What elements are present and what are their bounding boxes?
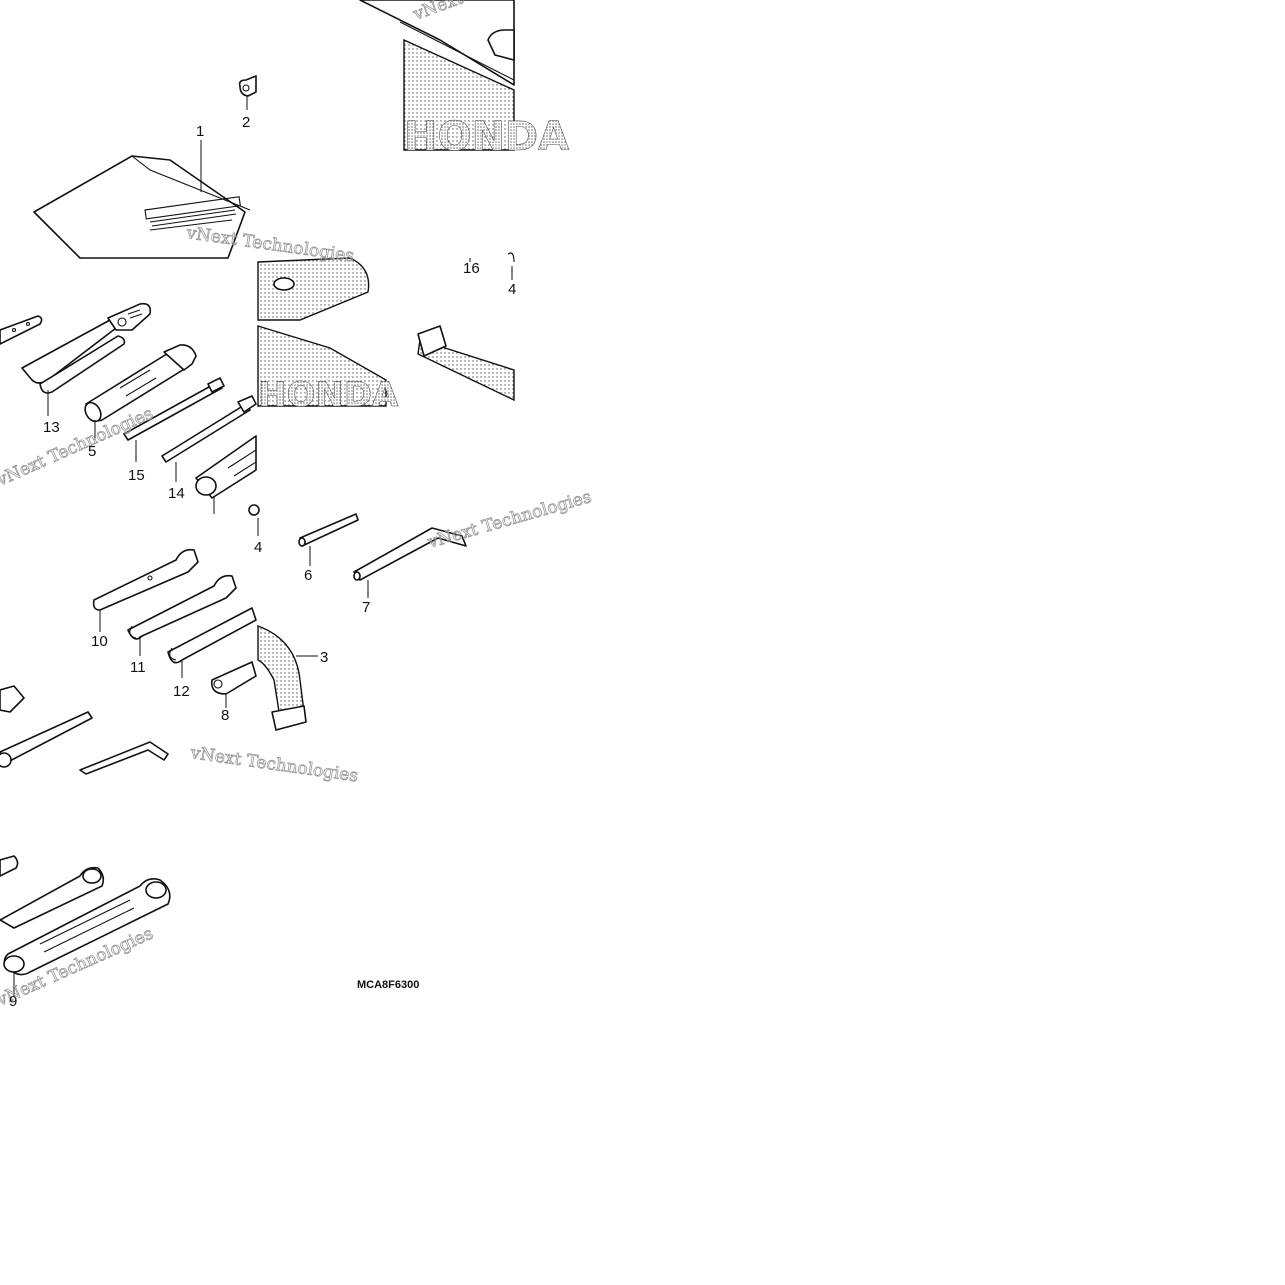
callout-12: 12 [173,683,190,700]
callout-7: 7 [362,599,370,616]
callout-4: 4 [254,539,262,556]
callout-13: 13 [43,419,60,436]
screwdriver-bit-part-15 [123,377,225,462]
callout-15: 15 [128,467,145,484]
pliers-part-13 [21,302,152,416]
screwdriver-bit-part-14 [161,395,257,482]
callout-5: 5 [88,443,96,460]
tool-bag-part-1 [33,140,251,259]
hex-key-part-6 [298,513,359,566]
callout-6: 6 [304,567,312,584]
nut-part-4 [248,504,260,536]
watermark: vNext Technologies [425,487,594,553]
callout-8: 8 [221,707,229,724]
diagram-code: MCA8F6300 [357,979,419,991]
watermark: vNext Technologies [188,743,359,786]
callout-11: 11 [130,659,146,676]
callout-14: 14 [168,485,185,502]
strap-part-16 [417,252,515,402]
callout-10: 10 [91,633,108,650]
hex-key-partial [79,741,169,775]
screwdriver-handle [195,435,257,514]
extension-bar [0,685,93,768]
honda-logo-text-mid: HONDA [258,375,399,415]
honda-bag-middle: HONDA [257,257,399,415]
socket-wrench-part-5 [84,344,197,440]
callout-2: 2 [242,114,250,131]
watermark: vNext Technologies [184,223,355,266]
spanner-part-8 [210,661,257,708]
grommet-part-2 [238,75,257,110]
hex-key-part-7 [353,527,467,598]
flat-wrench-partial [0,315,43,345]
wrench-part-11 [127,574,237,656]
callout-9: 9 [9,993,17,1010]
callout-3: 3 [320,649,328,666]
wrench-part-12 [167,607,257,678]
callout-1: 1 [196,123,204,140]
honda-logo-text: HONDA [404,114,569,160]
honda-bag-top: HONDA [359,0,569,160]
strap-part-3 [257,624,318,731]
wrench-part-10 [92,548,199,632]
ring-wrench-partial [0,855,105,929]
callout-16: 16 [463,260,480,277]
ring-wrench-part-9 [3,878,171,996]
callout-4-b: 4 [508,281,516,298]
